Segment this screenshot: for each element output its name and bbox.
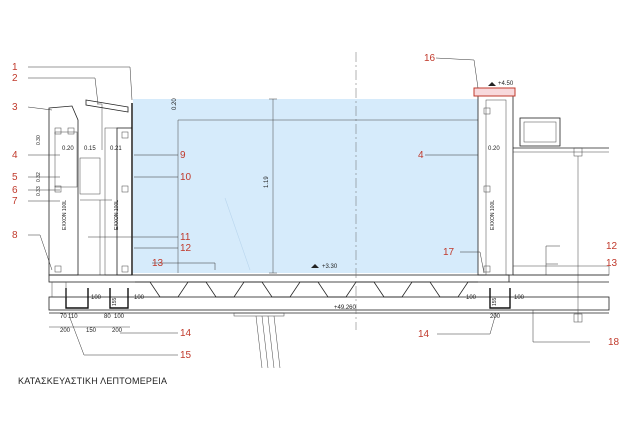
wall-label-left-b: EXXON 100L: [114, 200, 120, 230]
callout-2: 2: [12, 73, 18, 84]
drain-pipe: [255, 315, 281, 369]
callout-15: 15: [180, 350, 192, 361]
left-planter: [48, 99, 129, 276]
dim-100-e: 100: [114, 314, 125, 320]
level-slab: +49.260: [334, 305, 357, 311]
dim-100-c: 100: [466, 295, 477, 301]
callout-16: 16: [424, 53, 436, 64]
dim-80: 80: [104, 314, 111, 320]
wall-label-left-a: EXXON 100L: [62, 200, 68, 230]
callout-3: 3: [12, 102, 18, 113]
dim-200-c: 200: [490, 314, 501, 320]
callout-6: 6: [12, 185, 18, 196]
dim-left-020: 0.20: [62, 146, 74, 152]
water-area: [133, 99, 478, 273]
dim-left-030: 0.30: [36, 135, 42, 145]
dim-left-015: 0.15: [84, 146, 96, 152]
dim-left-033: 0.33: [36, 186, 42, 196]
callout-7: 7: [12, 196, 18, 207]
dim-70: 70: [60, 314, 67, 320]
level-marker: [488, 82, 496, 86]
callout-9: 9: [180, 150, 186, 161]
callout-17: 17: [443, 247, 455, 258]
dim-150: 150: [86, 328, 97, 334]
floor-slab: [48, 274, 610, 317]
water-reflection: [224, 197, 251, 271]
dim-200-b: 200: [112, 328, 123, 334]
callout-8: 8: [12, 230, 18, 241]
right-wall: [473, 87, 516, 309]
callout-14: 14: [180, 328, 192, 339]
wall-label-right-a: EXXON 100L: [490, 200, 496, 230]
dim-right-020: 0.20: [488, 146, 500, 152]
drawing-caption: ΚΑΤΑΣΚΕΥΑΣΤΙΚΗ ΛΕΠΤΟΜΕΡΕΙΑ: [18, 376, 167, 386]
leader-lines: [27, 57, 590, 356]
dim-155-left: 155: [112, 297, 118, 306]
callout-5: 5: [12, 172, 18, 183]
level-water: +3.30: [322, 264, 338, 270]
callout-14-right: 14: [418, 329, 430, 340]
callout-12-right: 12: [606, 241, 618, 252]
callout-13: 13: [152, 258, 164, 269]
level-top: +4.50: [498, 81, 514, 87]
callout-11: 11: [180, 232, 191, 243]
dim-100-a: 100: [91, 295, 102, 301]
dim-200-a: 200: [60, 328, 71, 334]
callout-4: 4: [12, 150, 18, 161]
dim-155-right: 155: [492, 297, 498, 306]
left-gutter: [51, 281, 129, 309]
right-deck: [509, 117, 610, 323]
dim-100-d: 100: [514, 295, 525, 301]
dim-height: 1.19: [264, 176, 270, 188]
callout-12: 12: [180, 243, 192, 254]
callout-10: 10: [180, 172, 192, 183]
left-wall: [104, 103, 133, 276]
callout-1: 1: [12, 62, 18, 73]
dim-left-021: 0.21: [110, 146, 122, 152]
callout-13-right: 13: [606, 258, 618, 269]
dim-110: 110: [68, 314, 78, 320]
level-marker: [311, 264, 319, 268]
dim-100-b: 100: [134, 295, 145, 301]
dim-top: 0.20: [172, 98, 178, 110]
callout-18: 18: [608, 337, 620, 348]
callout-4-right: 4: [418, 150, 424, 161]
